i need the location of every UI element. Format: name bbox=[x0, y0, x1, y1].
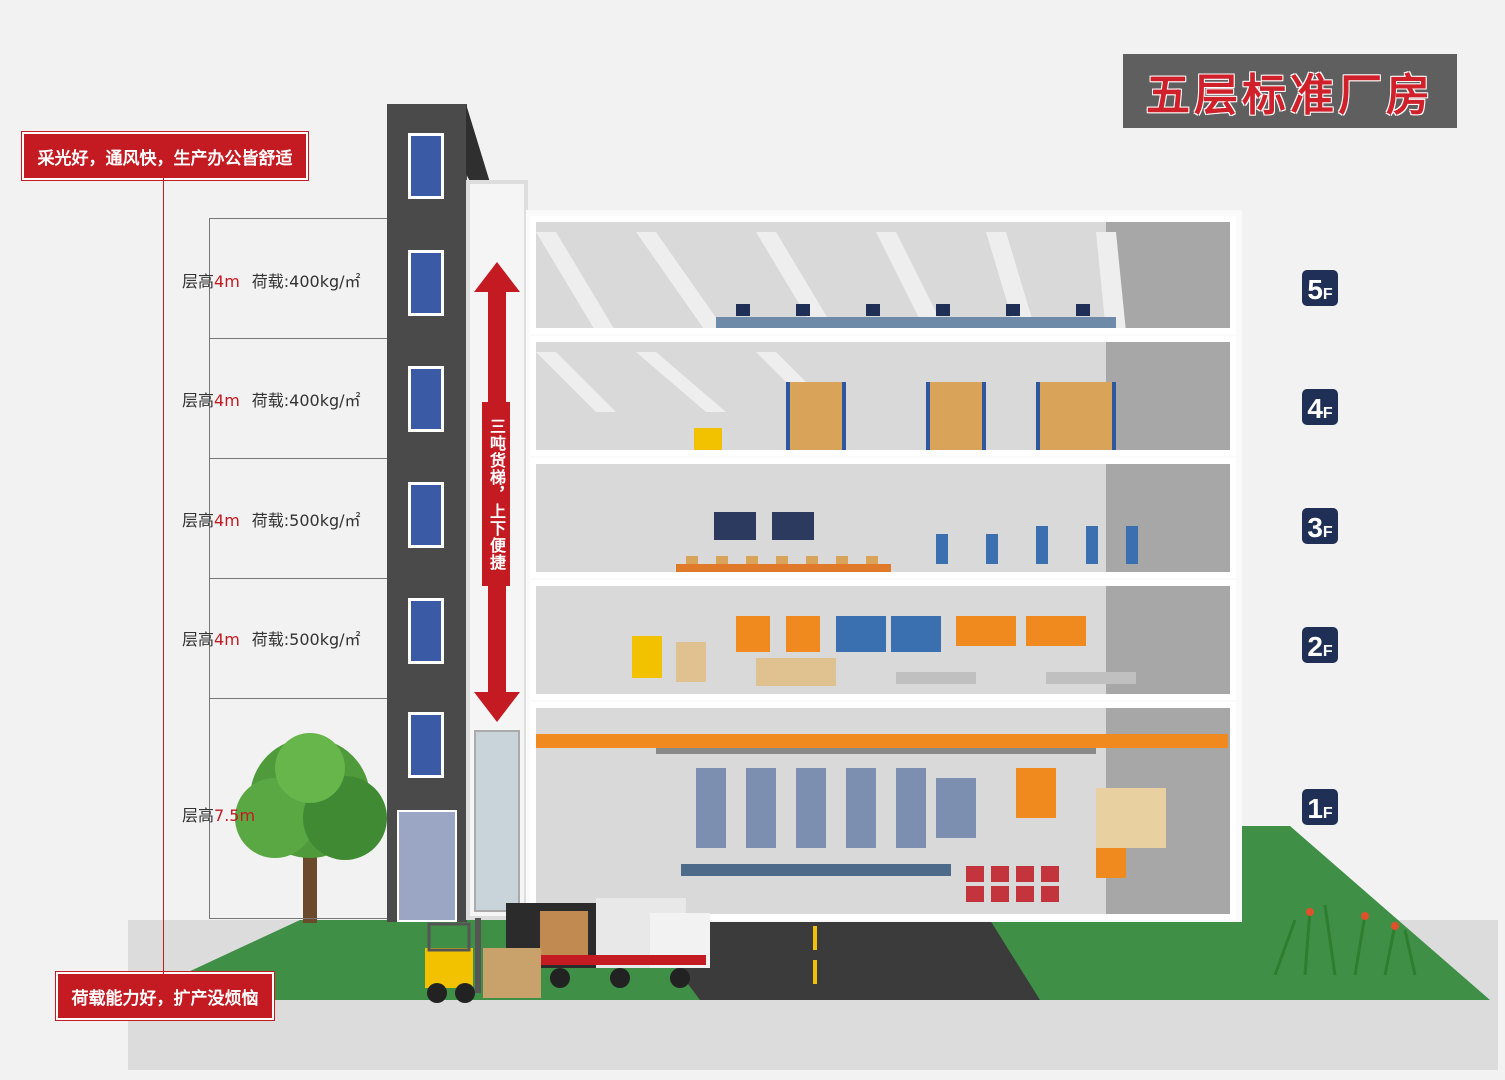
tower-window bbox=[408, 482, 444, 548]
tower-window bbox=[408, 250, 444, 316]
dimension-cap bbox=[209, 338, 387, 339]
dimension-line bbox=[209, 218, 210, 918]
floor-4-warehouse bbox=[530, 336, 1236, 456]
dimension-cap bbox=[209, 578, 387, 579]
dimension-cap bbox=[209, 698, 387, 699]
page-title-box: 五层标准厂房 bbox=[1123, 54, 1457, 128]
elevator-up-arrow-icon bbox=[474, 262, 520, 402]
dimension-cap bbox=[209, 458, 387, 459]
page-title: 五层标准厂房 bbox=[1146, 70, 1434, 121]
tree-illustration bbox=[235, 733, 387, 923]
floor-2-robotics bbox=[530, 580, 1236, 700]
tower-window bbox=[408, 598, 444, 664]
elevator-car bbox=[474, 730, 520, 912]
elevator-label: 三吨货梯，上下便捷 bbox=[482, 402, 510, 586]
banner-load-capacity: 荷载能力好，扩产没烦恼 bbox=[56, 972, 274, 1020]
leader-line bbox=[163, 176, 164, 974]
banner-lighting-ventilation: 采光好，通风快，生产办公皆舒适 bbox=[22, 132, 308, 180]
dimension-cap bbox=[209, 918, 387, 919]
tower-window bbox=[408, 366, 444, 432]
floor-5-office bbox=[530, 216, 1236, 334]
floor-3-assembly bbox=[530, 458, 1236, 578]
grass-clump bbox=[1273, 904, 1417, 976]
delivery-truck bbox=[506, 898, 710, 988]
tower-entrance-door bbox=[397, 810, 457, 922]
tower-window bbox=[408, 133, 444, 199]
dimension-cap bbox=[209, 218, 387, 219]
floor-1-production bbox=[530, 702, 1236, 920]
elevator-down-arrow-icon bbox=[474, 586, 520, 722]
forklift bbox=[425, 918, 541, 1003]
floor-spec-1: 层高7.5m bbox=[182, 806, 256, 825]
tower-window bbox=[408, 712, 444, 778]
